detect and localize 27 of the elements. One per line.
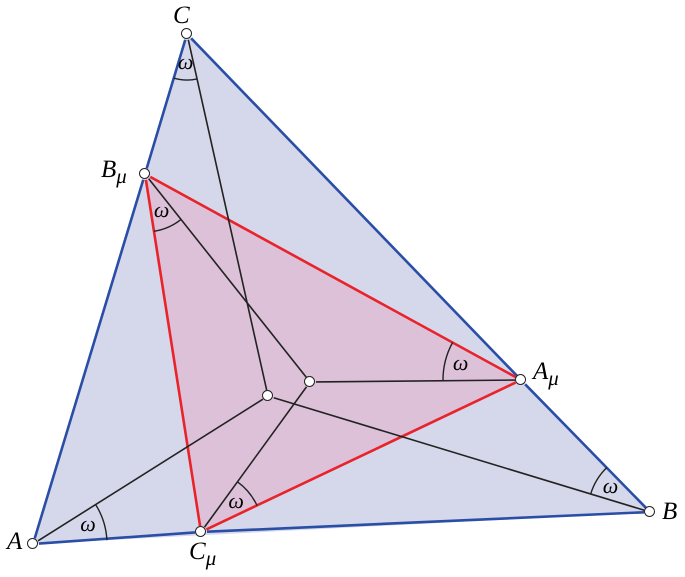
angle-label: ω: [228, 490, 244, 512]
angle-label: ω: [452, 352, 468, 374]
point-label: A$_{μ}$: [533, 358, 559, 392]
point-label: C: [173, 2, 190, 30]
line-segment: [148, 178, 307, 378]
line-segment: [190, 37, 518, 377]
line-segment: [524, 383, 647, 509]
line-segment: [206, 381, 516, 531]
line-segment: [204, 386, 308, 528]
line-segment: [150, 176, 516, 378]
point-label: B: [662, 498, 678, 526]
point-label: A: [7, 528, 22, 556]
line-segment: [34, 179, 144, 539]
angle-label: ω: [602, 475, 618, 498]
point-label: C$_{μ}$: [189, 538, 216, 572]
line-segment: [188, 40, 268, 390]
line-segment: [38, 531, 196, 545]
line-segment: [206, 510, 644, 534]
line-segment: [144, 180, 202, 526]
angle-label: ω: [80, 513, 96, 536]
line-segment: [274, 396, 644, 512]
line-segment: [316, 379, 515, 383]
angle-label: ω: [154, 199, 170, 222]
angle-label: ω: [178, 50, 194, 73]
line-segment: [145, 39, 187, 169]
line-segment: [38, 398, 264, 542]
point-label: B$_{μ}$: [101, 156, 127, 190]
